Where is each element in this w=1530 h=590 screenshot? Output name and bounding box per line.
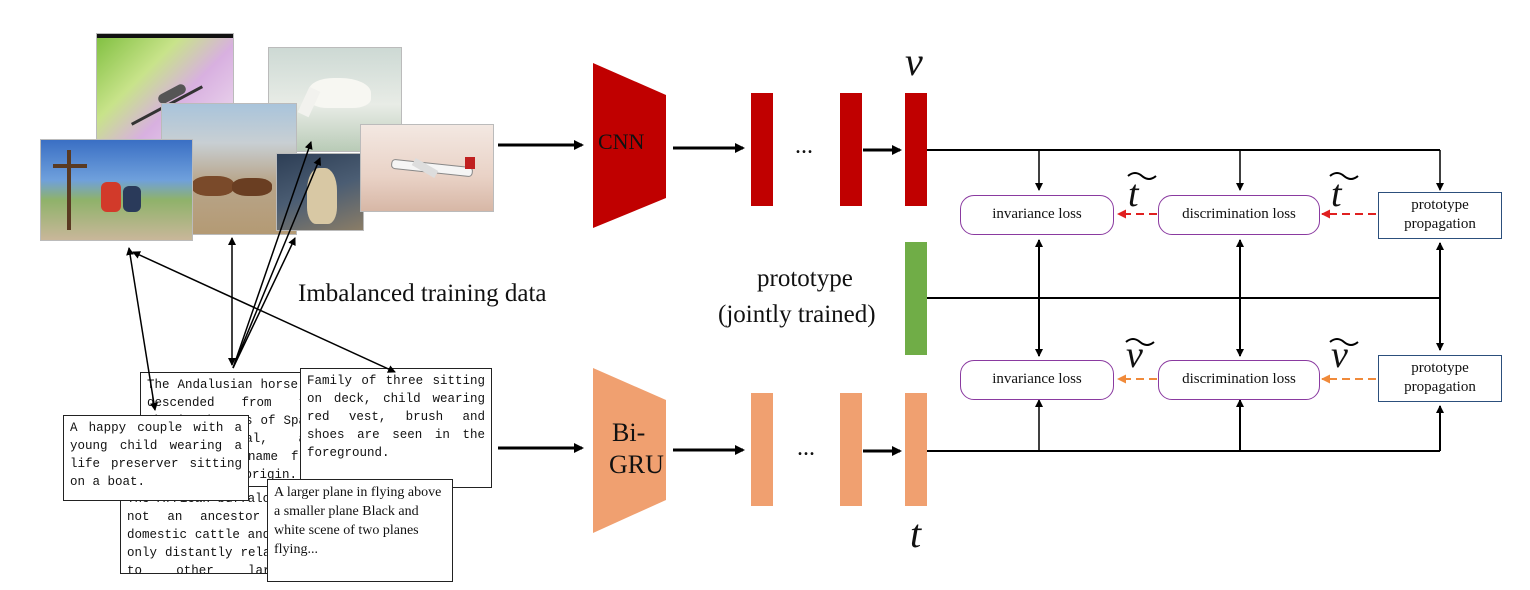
airplane-photo: [360, 124, 494, 212]
visual-feature-bar-1: [751, 93, 773, 206]
tilde-v-label-2: v: [1331, 334, 1348, 376]
tilde-t-label-1: t: [1128, 173, 1139, 215]
discrimination-loss-top: discrimination loss: [1158, 195, 1320, 235]
prop-top-line2: propagation: [1404, 216, 1476, 232]
text-feature-t: [905, 393, 927, 506]
prototype-propagation-bottom: prototype propagation: [1378, 355, 1502, 402]
cnn-label: CNN: [598, 129, 645, 154]
text-dots: ...: [797, 435, 815, 461]
prototype-propagation-top: prototype propagation: [1378, 192, 1502, 239]
cnn-encoder: [593, 63, 666, 228]
bigru-label-2: GRU: [609, 450, 664, 479]
tilde-t-label-2: t: [1331, 173, 1342, 215]
visual-dots: ...: [795, 133, 813, 159]
text-feature-bar-1: [751, 393, 773, 506]
family-boat-photo: [40, 139, 193, 241]
prototype-bar: [905, 242, 927, 355]
v-label: v: [905, 39, 923, 84]
text-family: Family of three sitting on deck, child w…: [300, 368, 492, 488]
t-label: t: [910, 511, 922, 556]
bigru-encoder: [593, 368, 666, 533]
prototype-label-2: (jointly trained): [718, 301, 876, 328]
prop-bottom-line1: prototype: [1411, 360, 1469, 376]
horse-portrait-photo: [276, 153, 364, 231]
invariance-loss-bottom: invariance loss: [960, 360, 1114, 400]
prototype-label-1: prototype: [757, 265, 853, 292]
discrimination-loss-bottom: discrimination loss: [1158, 360, 1320, 400]
bigru-label-1: Bi-: [612, 418, 646, 447]
prop-bottom-line2: propagation: [1404, 379, 1476, 395]
visual-feature-bar-2: [840, 93, 862, 206]
invariance-loss-top: invariance loss: [960, 195, 1114, 235]
text-plane: A larger plane in flying above a smaller…: [267, 479, 453, 582]
visual-feature-v: [905, 93, 927, 206]
prop-top-line1: prototype: [1411, 197, 1469, 213]
tilde-v-label-1: v: [1126, 334, 1143, 376]
text-couple: A happy couple with a young child wearin…: [63, 415, 249, 501]
text-feature-bar-2: [840, 393, 862, 506]
